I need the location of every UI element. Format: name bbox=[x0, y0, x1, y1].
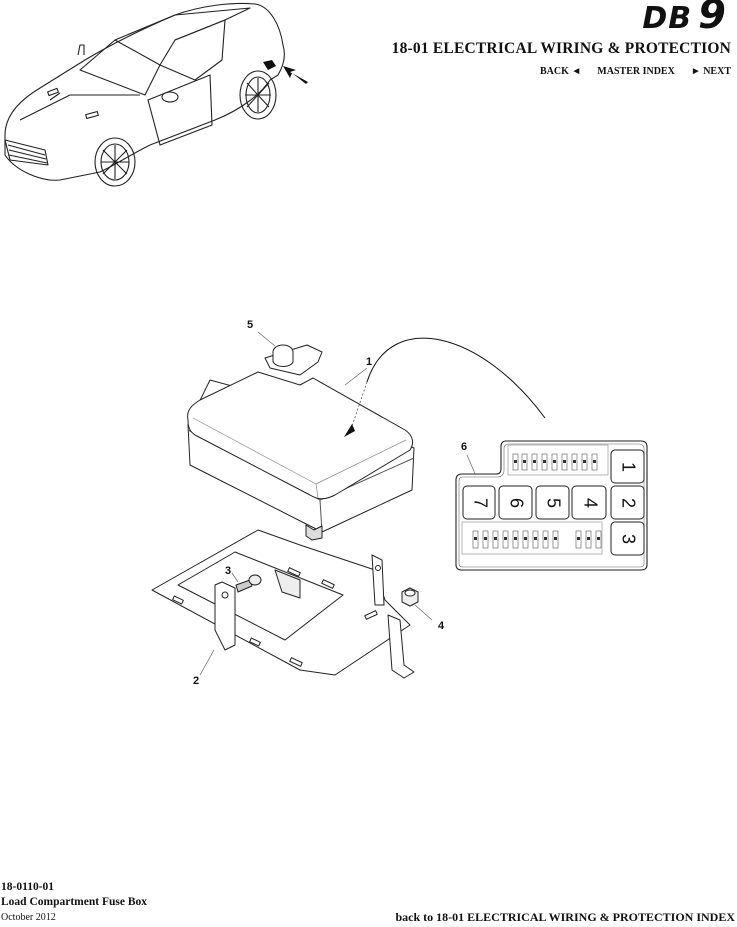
car-location-illustration bbox=[4, 2, 308, 187]
document-name: Load Compartment Fuse Box bbox=[1, 896, 147, 908]
back-to-index-link[interactable]: back to 18-01 ELECTRICAL WIRING & PROTEC… bbox=[395, 910, 736, 924]
relay-1-label: 1 bbox=[618, 462, 638, 472]
navigation-bar: BACK ◄ MASTER INDEX ► NEXT bbox=[540, 66, 731, 77]
callout-6: 6 bbox=[461, 441, 468, 453]
relay-6-label: 6 bbox=[506, 498, 526, 508]
relay-4-label: 4 bbox=[580, 498, 600, 508]
section-title: 18-01 ELECTRICAL WIRING & PROTECTION bbox=[391, 40, 731, 57]
callout-2: 2 bbox=[193, 675, 200, 687]
fuse-layout-panel: 1 2 3 4 5 6 7 bbox=[455, 440, 648, 571]
master-index-link[interactable]: MASTER INDEX bbox=[597, 66, 675, 77]
relay-7-label: 7 bbox=[470, 498, 490, 508]
callout-3: 3 bbox=[225, 565, 232, 577]
location-arrow-icon bbox=[283, 66, 308, 84]
callout-5: 5 bbox=[247, 319, 254, 331]
relay-3-label: 3 bbox=[618, 534, 638, 544]
document-id: 18-0110-01 bbox=[1, 881, 55, 893]
next-link[interactable]: ► NEXT bbox=[690, 66, 731, 77]
curved-arrow-head-icon bbox=[344, 424, 355, 437]
callout-4: 4 bbox=[438, 620, 445, 632]
document-date: October 2012 bbox=[1, 912, 56, 923]
callout-1: 1 bbox=[366, 356, 373, 368]
logo-letters: DB bbox=[642, 1, 693, 36]
relay-5-label: 5 bbox=[543, 498, 563, 508]
logo-number: 9 bbox=[698, 0, 727, 38]
fuse-box-exploded-diagram bbox=[151, 331, 546, 679]
back-link[interactable]: BACK ◄ bbox=[540, 66, 582, 77]
relay-2-label: 2 bbox=[618, 498, 638, 508]
